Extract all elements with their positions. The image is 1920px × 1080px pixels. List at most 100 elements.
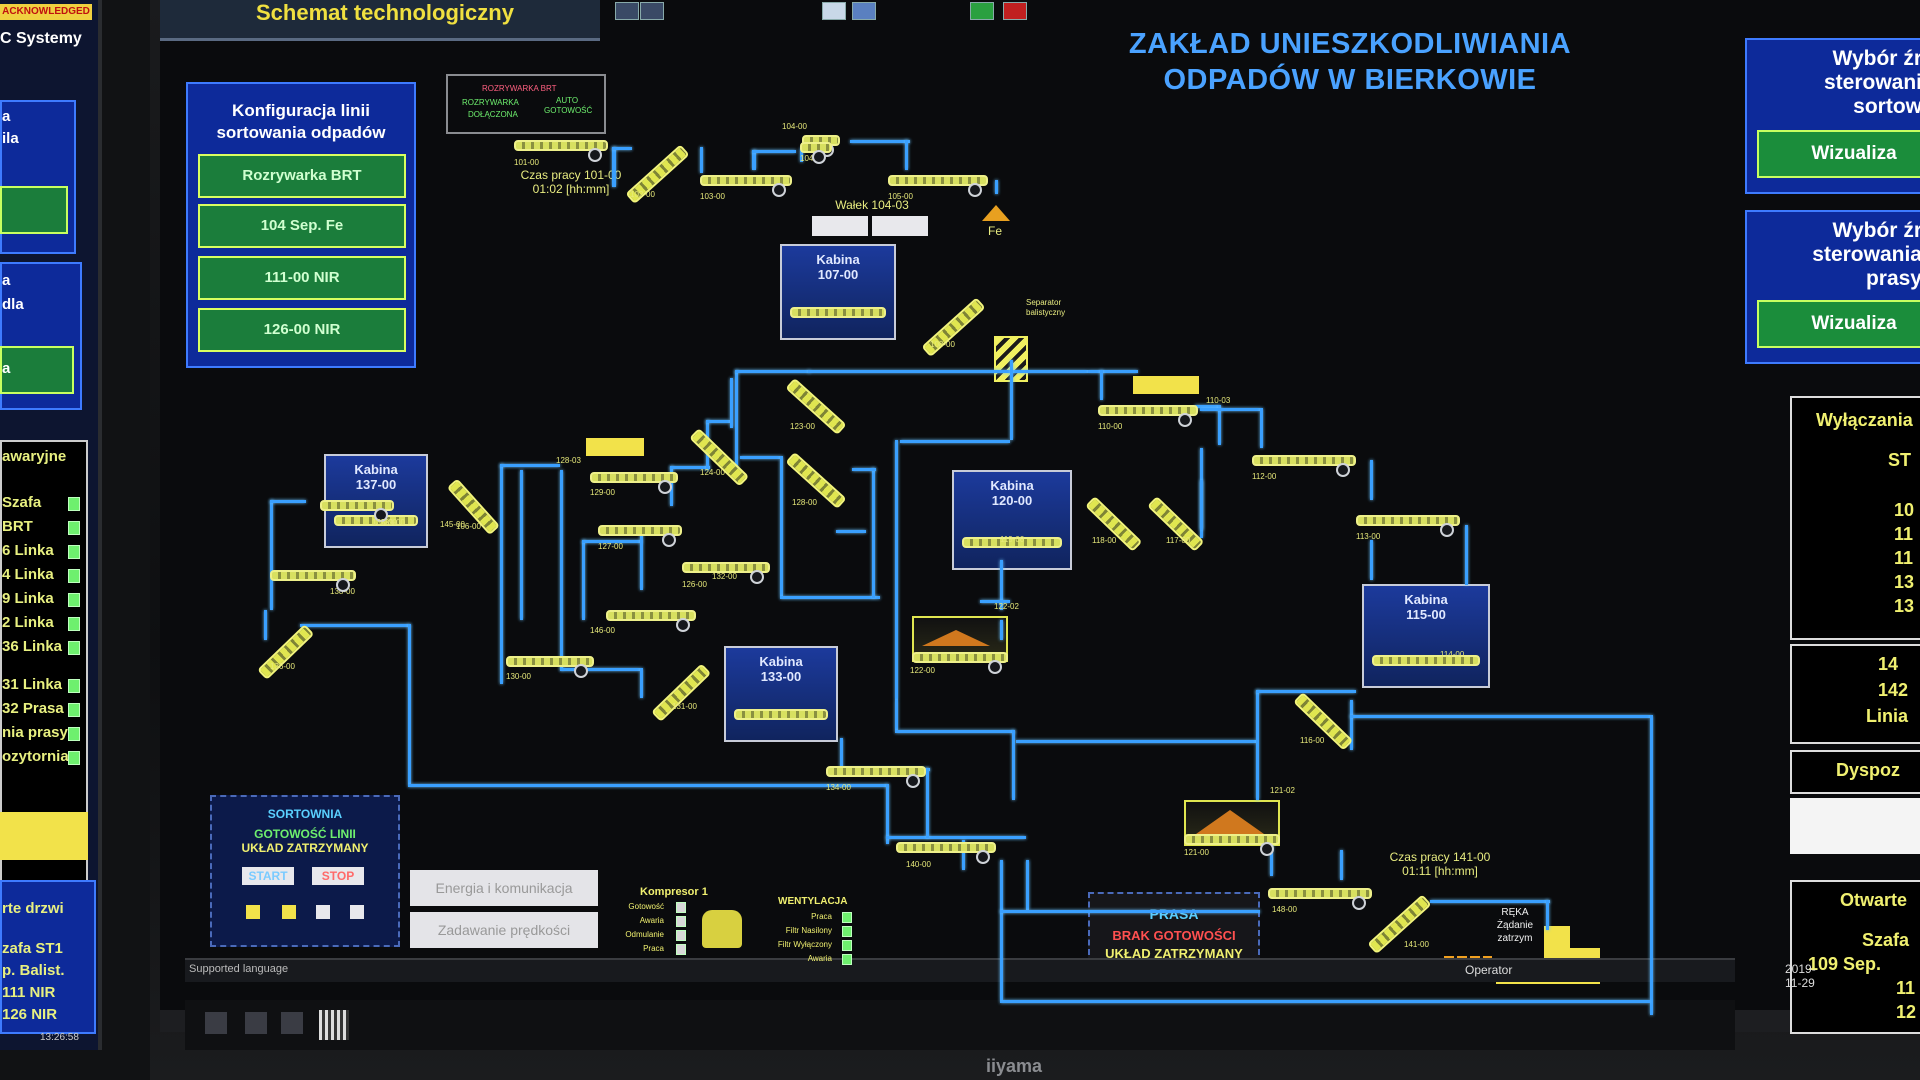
cabin-133-label: Kabina [759,654,803,669]
stop-button[interactable]: STOP [312,867,364,885]
line-config-title-1: Konfiguracja linii [232,101,370,120]
left-frag-4: dla [2,296,24,313]
ventilation-item-0: Praca [811,912,832,921]
flow-line-74 [1270,836,1273,876]
ventilation-item-2: Filtr Wyłączony [777,940,832,949]
config-button-sep-fe[interactable]: 104 Sep. Fe [198,204,406,248]
diag-label-b124: 124-00 [700,468,725,477]
compressor-item-3: Praca [643,944,664,953]
belt-b110[interactable] [1098,405,1198,416]
ventilation-title: WENTYLACJA [778,896,848,907]
config-button-brt[interactable]: Rozrywarka BRT [198,154,406,198]
rp1-visualization-button[interactable]: Wizualiza [1757,130,1920,178]
motor-b101 [588,148,602,162]
config-button-126-nir[interactable]: 126-00 NIR [198,308,406,352]
belt-b146[interactable] [606,610,696,621]
taskbar [185,1000,1735,1050]
taskbar-icon-1[interactable] [205,1012,227,1034]
toolbar-button-4[interactable] [852,2,876,20]
flow-line-27 [1370,540,1373,580]
rp2-visualization-button[interactable]: Wizualiza [1757,300,1920,348]
motor-b104 [812,150,826,164]
start-button[interactable]: START [242,867,294,885]
flow-line-46 [1000,910,1260,913]
speed-setting-button[interactable]: Zadawanie prędkości [410,912,598,948]
press-status-2: UKŁAD ZATRZYMANY [1105,946,1243,961]
right-panel-dispatch: Dyspoz [1790,750,1920,794]
cabin-133-belt[interactable] [734,709,828,720]
flow-line-75 [1340,850,1343,880]
taskbar-icon-3[interactable] [281,1012,303,1034]
taskbar-icon-2[interactable] [245,1012,267,1034]
alarm-indicator-8 [68,703,80,717]
rp3-item-0: 10 [1894,500,1915,520]
ventilation-item-1: Filtr Nasilony [785,926,832,935]
belt-b130[interactable] [506,656,594,667]
belt-b138[interactable] [270,570,356,581]
separator-label: Separator balistyczny [1026,298,1065,318]
status-bar: Supported language Operator 2019-11-29 [185,958,1816,990]
legend-l2: ROZRYWARKA [462,98,519,107]
motor-b129 [658,480,672,494]
right-panel-open-doors: Otwarte Szafa 109 Sep. 11 12 [1790,880,1920,1034]
left-green-btn-1[interactable] [0,186,68,234]
toolbar-button-1[interactable] [615,2,639,20]
flow-line-22 [895,730,1015,733]
config-button-111-nir[interactable]: 111-00 NIR [198,256,406,300]
taskbar-qr-icon[interactable] [319,1010,349,1040]
walek-box-2[interactable] [872,216,928,236]
status-operator: Operator [1465,963,1513,977]
belt-label-b112: 112-00 [1252,472,1277,481]
belt-b105[interactable] [888,175,988,186]
belt-b139[interactable] [320,500,394,511]
compressor-item-0: Gotowość [628,902,664,911]
diag-label-b106: 106-00 [456,522,481,531]
walek-box-1[interactable] [812,216,868,236]
separator-label-1: Separator [1026,298,1062,307]
left-monitor: ACKNOWLEDGED C Systemy a ila a dla a awa… [0,0,150,1080]
belt-label-b126: 126-00 [682,580,707,589]
flow-line-23 [1012,730,1015,800]
flow-line-16 [1200,408,1260,411]
flow-line-28 [1465,525,1468,585]
belt-b113[interactable] [1356,515,1460,526]
toolbar-button-2[interactable] [640,2,664,20]
rp1-title-1: Wybór źr [1832,47,1920,70]
alarm-item-7: 31 Linka [2,676,63,693]
monitor-brand: iiyama [986,1056,1043,1076]
alarm-indicator-5 [68,617,80,631]
belt-b121[interactable] [1184,834,1280,845]
toolbar-button-3[interactable] [822,2,846,20]
awaryjne-label: awaryjne [2,448,67,465]
right-white-box[interactable] [1790,798,1920,854]
belt-b140[interactable] [896,842,996,853]
belt-b126[interactable] [682,562,770,573]
cabin-107-belt[interactable] [790,307,886,318]
belt-b148[interactable] [1268,888,1372,899]
toolbar-button-6[interactable] [1003,2,1027,20]
hopper-110 [1133,376,1199,394]
flow-line-49 [520,470,523,620]
label-135: 135-00 [372,518,397,527]
belt-b101[interactable] [514,140,608,151]
belt-b103[interactable] [700,175,792,186]
belt-label-b103: 103-00 [700,192,725,201]
belt-b122[interactable] [912,652,1008,663]
toolbar-button-5[interactable] [970,2,994,20]
left-green-btn-2[interactable] [0,346,74,394]
belt-b112[interactable] [1252,455,1356,466]
belt-b129[interactable] [590,472,678,483]
press-title: PRASA [1149,906,1199,922]
cabin-115-belt[interactable] [1372,655,1480,666]
flow-line-5 [800,148,803,162]
alarm-indicator-1 [68,521,80,535]
left-yellow-btn[interactable] [0,812,88,860]
belt-b127[interactable] [598,525,682,536]
flow-line-20 [895,440,898,700]
energy-comm-button[interactable]: Energia i komunikacja [410,870,598,906]
belt-b134[interactable] [826,766,926,777]
cabin-120-belt[interactable] [962,537,1062,548]
ventilation-item-3: Awaria [807,954,832,963]
belt-label-b146: 146-00 [590,626,615,635]
work-time-101-label: Czas pracy 101-00 [520,168,622,182]
